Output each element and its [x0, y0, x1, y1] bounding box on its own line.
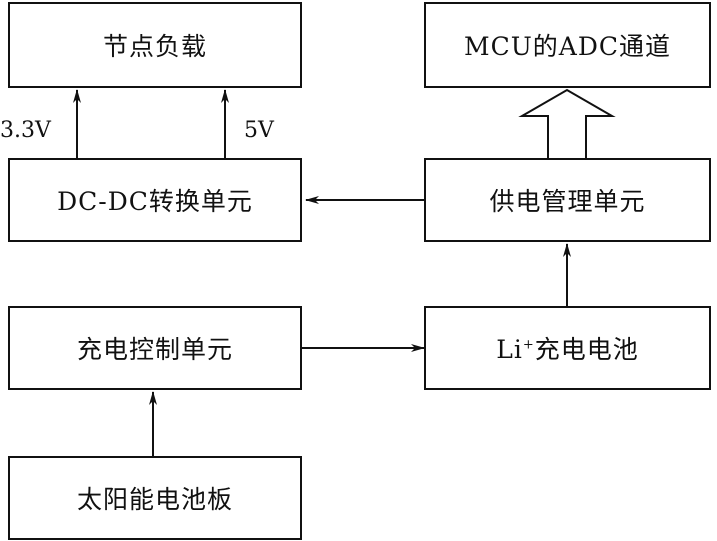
voltage-3v3-label: 3.3V: [0, 118, 51, 143]
hollow-arrow-adc: [518, 88, 616, 158]
voltage-5v-label: 5V: [244, 118, 274, 143]
charge-ctrl-box: 充电控制单元: [8, 306, 302, 390]
battery-label-rest: 充电电池: [534, 335, 639, 364]
solar-label: 太阳能电池板: [76, 485, 233, 514]
battery-label: Li+充电电池: [496, 330, 639, 366]
battery-label-li: Li: [496, 335, 523, 364]
node-load-label: 节点负载: [102, 32, 207, 61]
power-mgmt-box: 供电管理单元: [424, 158, 711, 242]
charge-ctrl-label: 充电控制单元: [76, 335, 233, 364]
power-mgmt-label: 供电管理单元: [489, 187, 646, 216]
battery-label-sup: +: [522, 337, 535, 353]
dcdc-box: DC-DC转换单元: [8, 158, 302, 242]
solar-box: 太阳能电池板: [8, 456, 302, 540]
mcu-adc-box: MCU的ADC通道: [424, 2, 711, 88]
node-load-box: 节点负载: [8, 2, 302, 88]
mcu-adc-label: MCU的ADC通道: [463, 32, 672, 61]
battery-box: Li+充电电池: [424, 306, 711, 390]
dcdc-label: DC-DC转换单元: [57, 187, 253, 216]
